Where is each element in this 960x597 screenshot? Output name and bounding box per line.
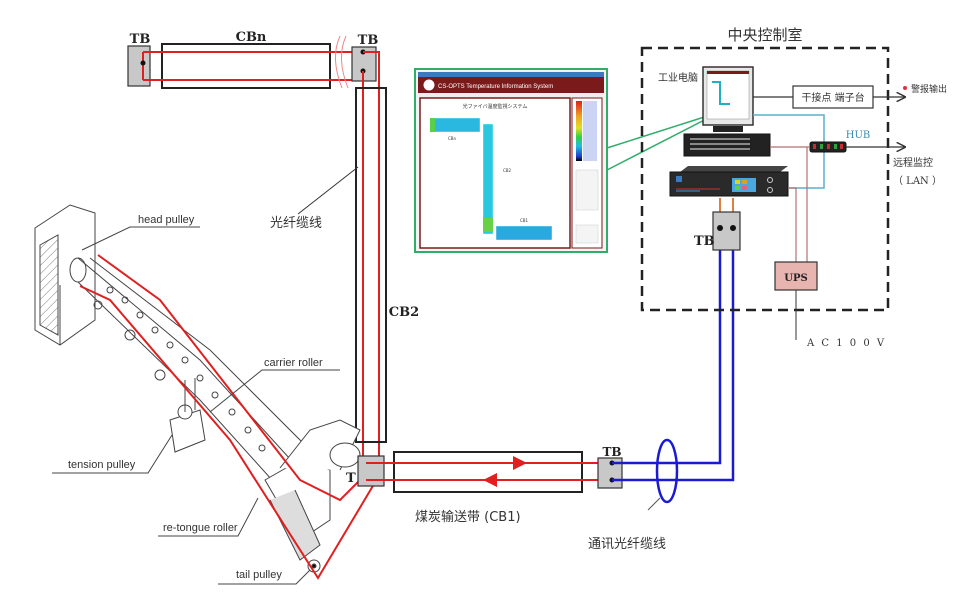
terminal-box-control [712, 211, 741, 251]
fiber-path-conveyor [79, 254, 381, 580]
remote-monitor-label: 远程监控 [893, 156, 933, 169]
fiber-bundle-ring [655, 438, 679, 504]
tail-pulley-label: tail pulley [236, 569, 282, 581]
segment-cb2-cells [482, 123, 494, 235]
dts-rack-unit [669, 166, 789, 197]
belt-cbn: TB CBn TB [127, 30, 380, 470]
fiber-loop-cbn [142, 51, 372, 81]
tension-pulley-label: tension pulley [68, 459, 136, 471]
app-title: CS-OPTS Temperature Information System [438, 84, 553, 90]
lan-label: （ LAN ） [893, 175, 942, 187]
belt-cb2-body [355, 87, 387, 443]
alarm-indicator-icon [903, 86, 907, 90]
dry-contact-terminal-label: 干接点 端子台 [801, 91, 864, 104]
inset-subtitle: 光ファイバ温度監視システム [463, 103, 528, 110]
belt-cbn-body [161, 43, 331, 89]
retongue-roller-label: re-tongue roller [163, 522, 238, 534]
industrial-pc [683, 66, 771, 157]
belt-cb1-body [393, 451, 583, 493]
ups-label: UPS [784, 273, 807, 284]
industrial-pc-label: 工业电脑 [658, 71, 698, 84]
temperature-cells: CBn CB2 CB1 [429, 117, 553, 241]
comm-fiber [612, 242, 735, 504]
carrier-roller-label: carrier roller [264, 357, 323, 369]
hub-label: HUB [846, 130, 871, 141]
control-room-title: 中央控制室 [727, 26, 802, 44]
screen-callout-lines [606, 111, 721, 171]
fiber-cable-label: 光纤缆线 [270, 215, 322, 231]
break-symbol [335, 35, 349, 89]
idler-rollers [93, 286, 266, 452]
segment-label: CB1 [520, 218, 529, 223]
segment-cbn-cells [429, 117, 481, 133]
terminal-box-cb1-left [357, 455, 385, 487]
conveyor-drawing [34, 204, 361, 573]
ups-unit [774, 261, 818, 291]
color-scale [576, 101, 582, 161]
segment-label: CBn [448, 136, 457, 141]
alarm-output-label: 警报输出 [911, 83, 947, 95]
app-logo-icon [422, 78, 436, 92]
app-title-bar [418, 77, 604, 93]
tb-label: TB [694, 234, 715, 249]
segment-cb1-cells [495, 225, 553, 241]
conveyor-labels: head pulley carrier roller tension pulle… [52, 214, 340, 585]
segment-label: CB2 [503, 168, 512, 173]
tb-label: T [346, 471, 356, 486]
head-pulley-label: head pulley [138, 214, 195, 226]
comm-fiber-label: 通讯光纤缆线 [588, 536, 666, 552]
terminal-box-left [127, 45, 151, 87]
cbn-label: CBn [236, 30, 267, 45]
tb-label: TB [130, 32, 151, 47]
belt-cb2: CB2 光纤缆线 [270, 87, 419, 443]
tb-label: TB [358, 33, 379, 48]
cb1-label: 煤炭输送带 (CB1) [415, 509, 521, 525]
control-room: 中央控制室 工业电脑 [640, 26, 947, 349]
tb-label: TB [602, 445, 621, 459]
ac-power-label: A C 1 0 0 V [806, 338, 886, 349]
belt-cb1: T 煤炭输送带 (CB1) TB [346, 445, 623, 525]
cb2-label: CB2 [389, 305, 419, 320]
control-room-boundary [640, 46, 890, 312]
monitoring-screen-inset: CS-OPTS Temperature Information System 光… [414, 68, 608, 253]
